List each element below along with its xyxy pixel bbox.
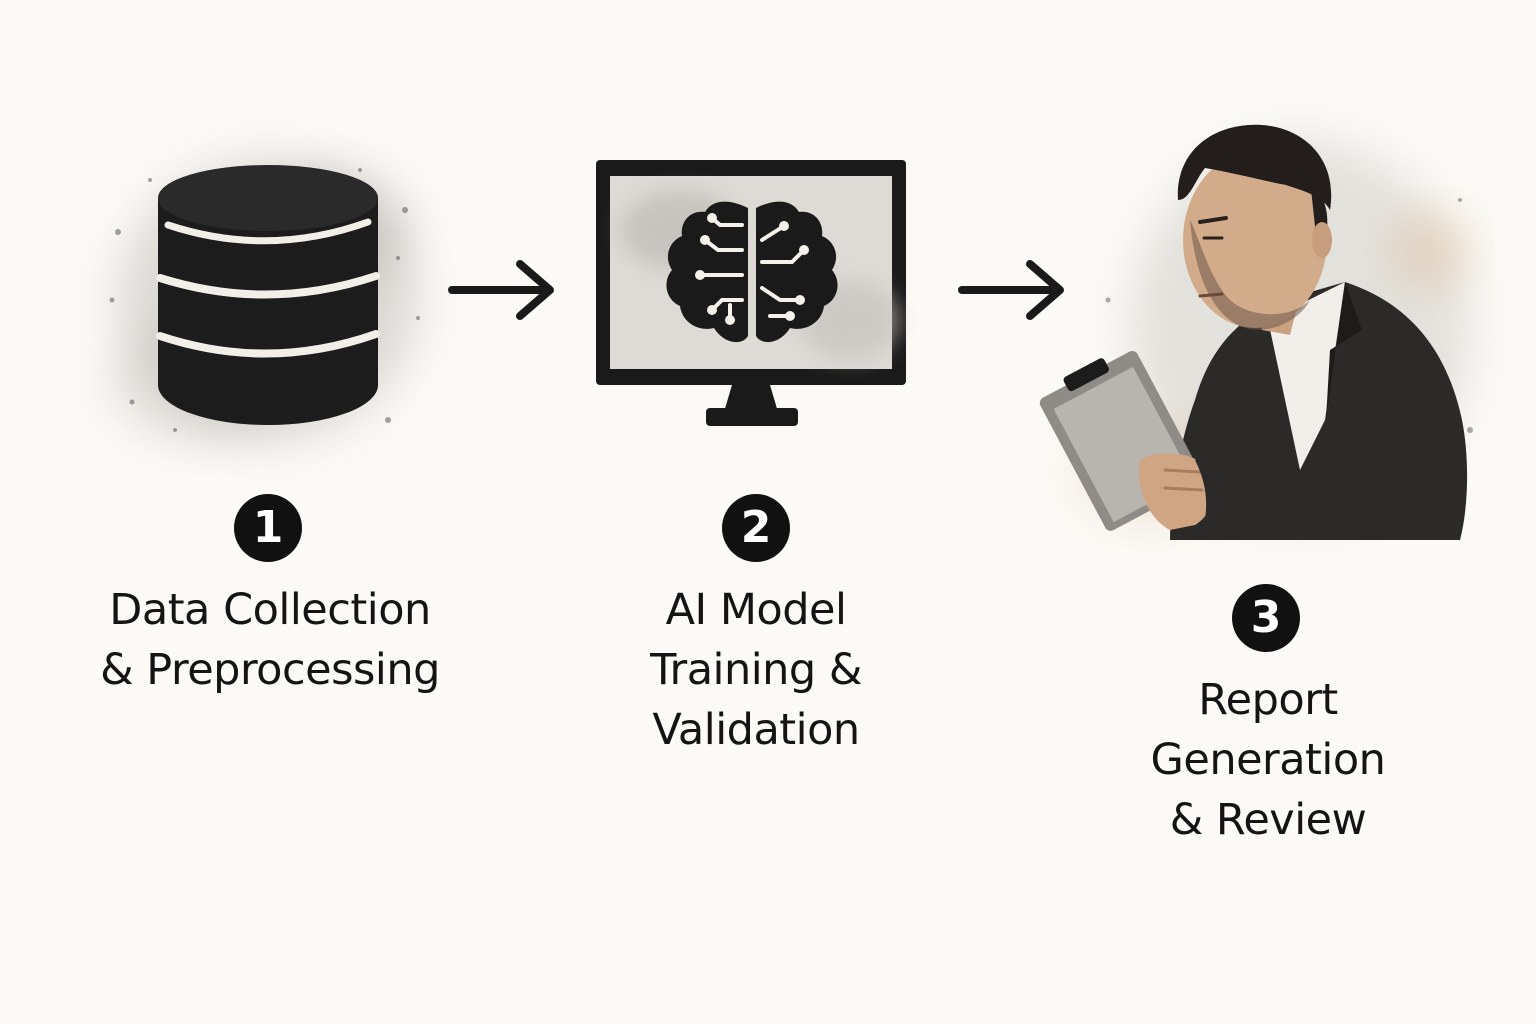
database-icon: [109, 160, 420, 440]
step-2-label-line: Validation: [652, 705, 860, 755]
arrow-right-icon: [448, 260, 554, 320]
step-2-badge: 2: [722, 494, 790, 562]
monitor-brain-icon: [596, 160, 906, 426]
step-1-label-line: Data Collection: [109, 585, 431, 635]
step-3-badge: 3: [1232, 584, 1300, 652]
step-1-label: Data Collection & Preprocessing: [60, 580, 480, 700]
step-2-label: AI Model Training & Validation: [556, 580, 956, 760]
step-1-badge: 1: [234, 494, 302, 562]
step-2-label-line: Training &: [650, 645, 862, 695]
step-2-label-line: AI Model: [665, 585, 847, 635]
step-3-label-line: Generation: [1150, 735, 1386, 785]
step-3-label-line: & Review: [1169, 795, 1367, 845]
step-1-label-line: & Preprocessing: [100, 645, 440, 695]
step-3-label: Report Generation & Review: [1068, 670, 1468, 850]
arrow-right-icon: [958, 260, 1064, 320]
step-3-label-line: Report: [1198, 675, 1338, 725]
person-clipboard-illustration: [1039, 124, 1473, 540]
